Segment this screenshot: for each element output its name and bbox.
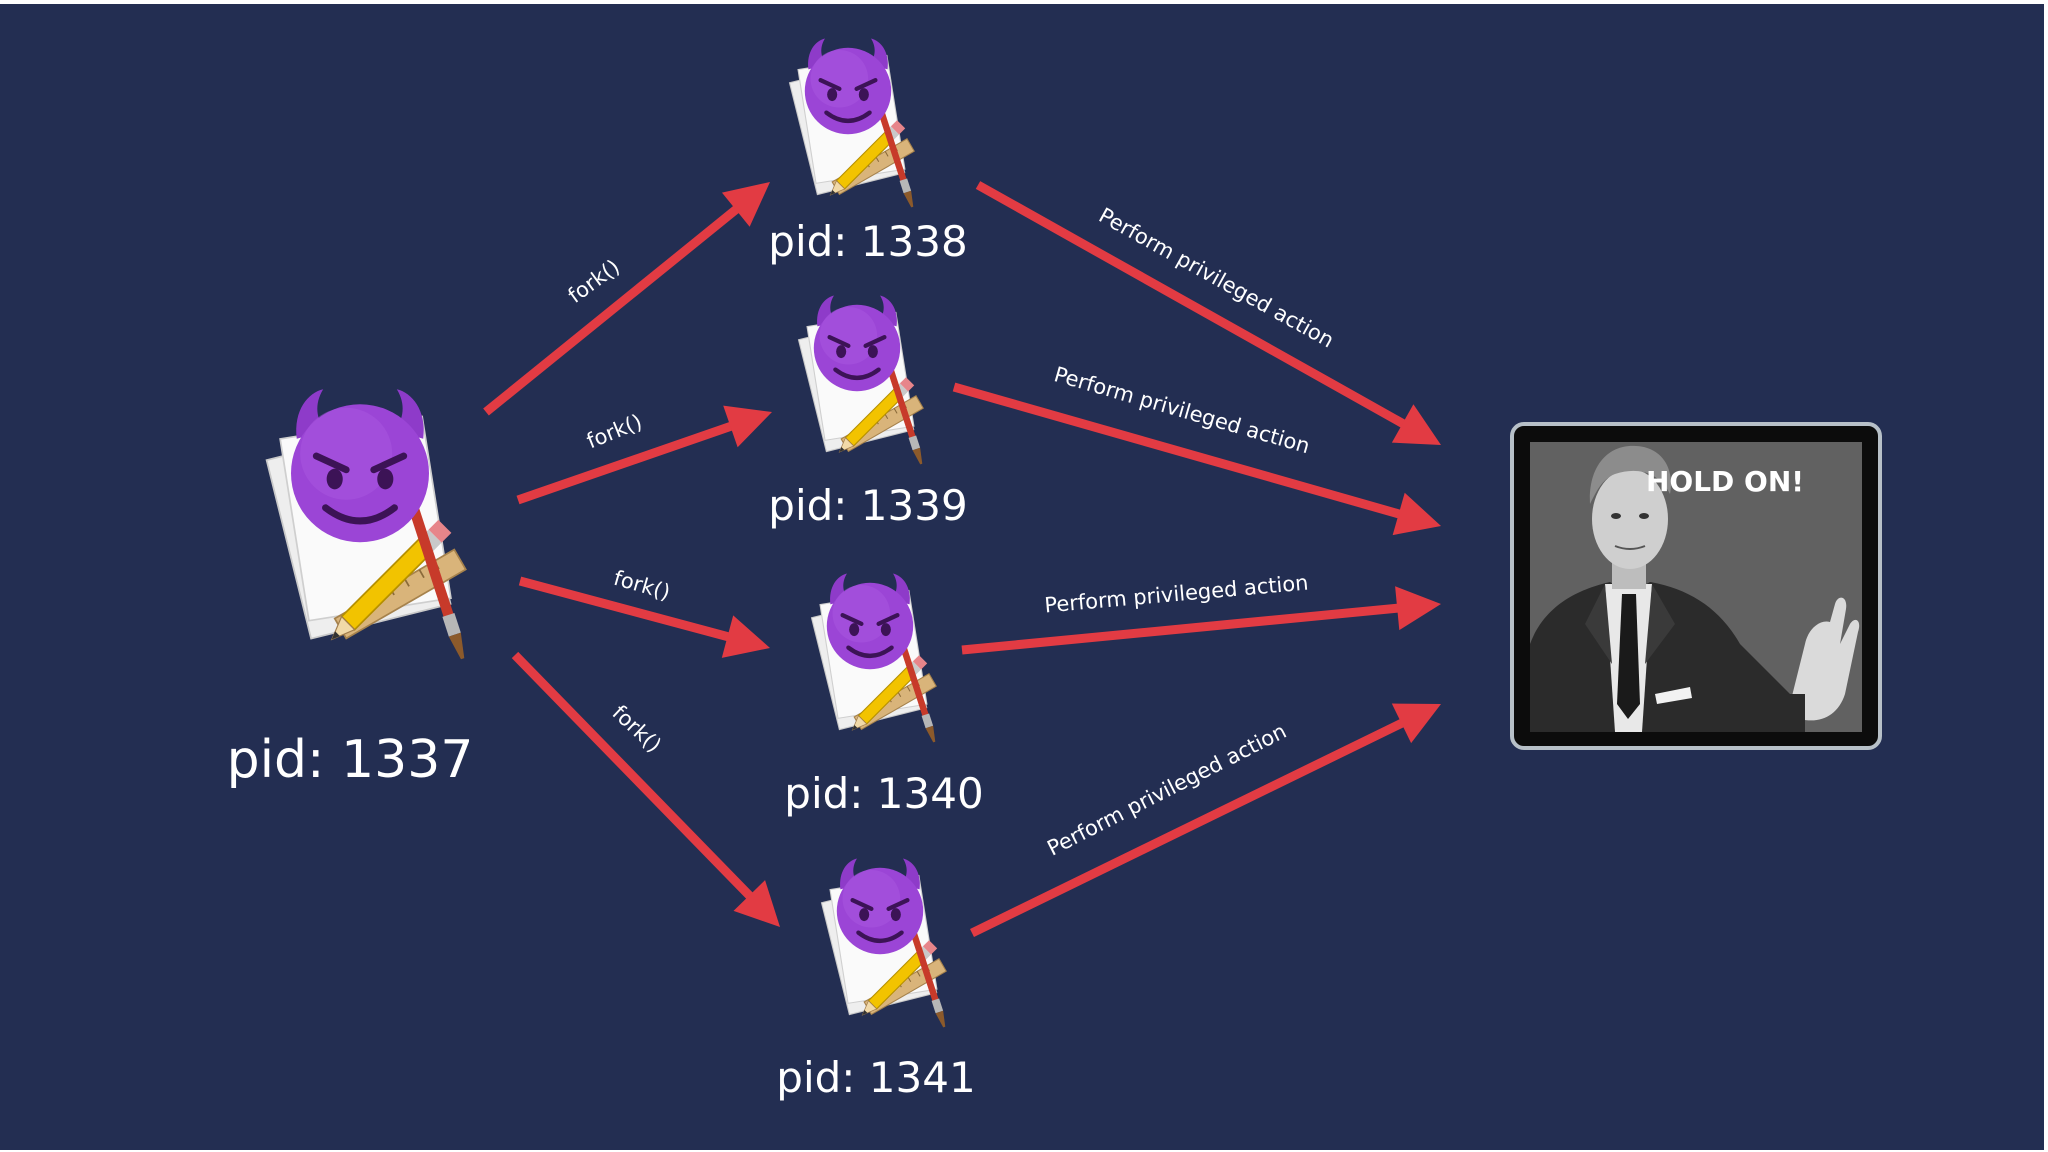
action-arrow-2 xyxy=(952,382,1441,536)
fork-diagram: fork() fork() fork() fork() Perform priv… xyxy=(227,4,1882,1102)
action-arrow-2-shaft xyxy=(952,382,1402,519)
devil-textedit-app-icon xyxy=(790,38,917,208)
fork-arrow-4-head xyxy=(733,880,780,927)
devil-textedit-app-icon xyxy=(822,858,949,1028)
action-arrow-3-shaft xyxy=(961,603,1400,655)
action-edge-label-3: Perform privileged action xyxy=(1043,571,1309,618)
action-arrow-4 xyxy=(970,703,1441,938)
child-process-node-2: pid: 1339 xyxy=(768,295,968,530)
action-arrow-3-head xyxy=(1395,586,1441,631)
fork-arrow-1-head xyxy=(721,182,770,227)
child-pid-label-4: pid: 1341 xyxy=(776,1053,975,1102)
action-edge-label-2: Perform privileged action xyxy=(1051,362,1312,458)
fork-arrow-4-shaft xyxy=(511,651,754,901)
child-process-node-3: pid: 1340 xyxy=(784,573,984,818)
devil-textedit-app-icon xyxy=(799,295,926,465)
arrow-layer xyxy=(483,181,1441,938)
child-pid-label-1: pid: 1338 xyxy=(768,217,967,266)
hold-on-meme: HOLD ON! xyxy=(1510,422,1882,750)
parent-process-node: pid: 1337 xyxy=(227,389,474,790)
fork-arrow-3 xyxy=(518,576,770,658)
action-arrow-1-shaft xyxy=(975,181,1407,429)
action-arrow-4-shaft xyxy=(970,718,1406,938)
action-arrow-3 xyxy=(961,586,1441,655)
slide: fork() fork() fork() fork() Perform priv… xyxy=(0,4,2044,1150)
fork-edge-label-3: fork() xyxy=(611,566,673,605)
fork-edge-label-1: fork() xyxy=(564,255,625,308)
action-arrow-2-head xyxy=(1392,492,1441,536)
action-arrow-1-head xyxy=(1391,404,1441,445)
devil-textedit-app-icon xyxy=(267,389,469,660)
fork-arrow-1 xyxy=(483,182,770,416)
action-arrow-4-head xyxy=(1391,703,1441,744)
child-process-node-4: pid: 1341 xyxy=(776,858,976,1102)
parent-pid-label: pid: 1337 xyxy=(227,730,474,790)
fork-arrow-3-shaft xyxy=(518,576,731,642)
fork-edge-label-2: fork() xyxy=(583,410,645,454)
fork-edge-label-4: fork() xyxy=(608,701,666,758)
child-pid-label-2: pid: 1339 xyxy=(768,481,967,530)
action-edge-label-1: Perform privileged action xyxy=(1095,203,1338,352)
fork-arrow-2-head xyxy=(723,405,772,448)
meme-caption: HOLD ON! xyxy=(1646,465,1804,498)
fork-arrow-2-shaft xyxy=(516,421,734,505)
fork-arrow-3-head xyxy=(721,615,770,658)
action-arrow-1 xyxy=(975,181,1441,445)
fork-arrow-4 xyxy=(511,651,780,927)
fork-arrow-1-shaft xyxy=(483,204,741,416)
fork-arrow-2 xyxy=(516,405,772,505)
child-process-node-1: pid: 1338 xyxy=(768,38,968,266)
devil-textedit-app-icon xyxy=(812,573,939,743)
child-pid-label-3: pid: 1340 xyxy=(784,769,983,818)
